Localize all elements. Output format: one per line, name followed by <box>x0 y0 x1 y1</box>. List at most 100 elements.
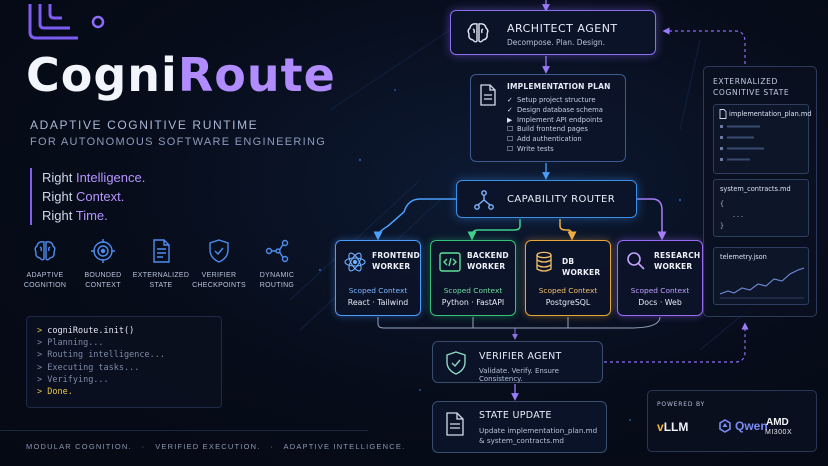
powered-by-label: POWERED BY <box>657 401 706 408</box>
worker-title: DB WORKER <box>562 257 601 277</box>
shield-check-icon <box>446 351 466 375</box>
file-card-system-contracts[interactable]: system_contracts.md { ... } <box>713 179 809 237</box>
capability-router-node: CAPABILITY ROUTER <box>456 180 637 218</box>
plan-item: ☐Add authentication <box>507 135 582 144</box>
brand-part-1: Cogni <box>26 48 178 102</box>
plan-title: IMPLEMENTATION PLAN <box>507 82 611 91</box>
worker-tech: React · Tailwind <box>347 298 409 307</box>
terminal-line: > Done. <box>37 387 73 398</box>
file-name: implementation_plan.md <box>729 110 812 118</box>
file-body: } <box>720 222 724 230</box>
document-icon <box>153 239 170 263</box>
brain-icon <box>467 23 489 43</box>
document-icon <box>446 412 464 436</box>
arrow-router-to-db <box>559 219 577 241</box>
file-card-implementation-plan[interactable]: implementation_plan.md <box>713 104 812 174</box>
document-icon <box>480 84 496 106</box>
state-update-node: STATE UPDATE Update implementation_plan.… <box>432 401 607 453</box>
amd-logo: AMD <box>766 417 789 428</box>
file-preview-lines <box>720 125 764 161</box>
qwen-logo: Qwen <box>718 419 768 433</box>
logo-icon <box>28 4 105 40</box>
rights-line: Right Context. <box>42 189 125 204</box>
architect-title: ARCHITECT AGENT <box>507 22 618 35</box>
terminal-line: > Routing intelligence... <box>37 350 165 361</box>
tagline-secondary: FOR AUTONOMOUS SOFTWARE ENGINEERING <box>30 136 327 148</box>
arrow-router-to-backend <box>467 219 521 241</box>
worker-context: Scoped Context <box>443 286 503 295</box>
rights-line: Right Time. <box>42 208 108 223</box>
footer-divider <box>0 430 368 466</box>
terminal-line: > cogniRoute.init() <box>37 326 135 336</box>
plan-item: ▶Implement API endpoints <box>507 115 603 124</box>
file-body: { <box>720 200 724 208</box>
file-name: system_contracts.md <box>720 185 791 193</box>
verifier-title: VERIFIER AGENT <box>479 351 562 362</box>
feature-bounded-context: BOUNDED CONTEXT <box>74 238 132 291</box>
state-update-description: Update implementation_plan.md& system_co… <box>479 426 598 445</box>
database-icon <box>536 251 552 272</box>
brand-title: CogniRoute <box>26 52 336 98</box>
plan-item: ☐Build frontend pages <box>507 125 588 134</box>
qwen-icon <box>719 419 731 433</box>
telemetry-sparkline <box>720 267 804 299</box>
terminal-line: > Planning... <box>37 338 104 349</box>
worker-tech: Docs · Web <box>638 298 682 307</box>
rights-list: Right Intelligence. Right Context. Right… <box>30 168 145 225</box>
worker-context: Scoped Context <box>630 286 690 295</box>
verifier-subtitle: Validate. Verify. Ensure Consistency. <box>479 367 559 383</box>
react-icon <box>344 252 366 272</box>
verifier-agent-node: VERIFIER AGENT Validate. Verify. Ensure … <box>432 341 603 383</box>
shield-check-icon <box>209 239 229 263</box>
routing-icon <box>265 239 289 263</box>
code-icon <box>439 252 461 272</box>
worker-context: Scoped Context <box>348 286 408 295</box>
terminal-line: > Verifying... <box>37 374 109 385</box>
architect-subtitle: Decompose. Plan. Design. <box>507 38 606 47</box>
plan-item: ✓Setup project structure <box>507 96 596 104</box>
arrow-verifier-to-state-store <box>604 322 749 363</box>
file-body: ... <box>732 211 744 219</box>
routing-icon <box>474 190 494 210</box>
rights-line: Right Intelligence. <box>42 170 146 185</box>
arrow-state-store-to-architect <box>662 27 746 64</box>
worker-tech: PostgreSQL <box>545 298 591 307</box>
file-name: telemetry.json <box>720 253 767 261</box>
plan-item: ✓Design database schema <box>507 105 603 114</box>
worker-context: Scoped Context <box>538 286 598 295</box>
vllm-logo: vLLM <box>657 420 689 434</box>
amd-model: MI300X <box>765 429 793 436</box>
feature-adaptive-cognition: ADAPTIVE COGNITION <box>16 238 74 291</box>
brain-icon <box>34 241 56 261</box>
terminal-panel: > cogniRoute.init() > Planning... > Rout… <box>26 316 222 408</box>
worker-tech: Python · FastAPI <box>441 298 505 307</box>
document-icon <box>719 109 727 119</box>
target-icon <box>91 239 115 263</box>
architect-agent-node: ARCHITECT AGENT Decompose. Plan. Design. <box>450 10 656 55</box>
tagline-primary: ADAPTIVE COGNITIVE RUNTIME <box>30 118 259 132</box>
search-icon <box>627 252 645 270</box>
footer-text: MODULAR COGNITION. · VERIFIED EXECUTION.… <box>26 442 406 451</box>
router-title: CAPABILITY ROUTER <box>507 194 616 205</box>
plan-items: ✓Setup project structure ✓Design databas… <box>507 96 603 155</box>
db-worker-node: DB WORKER Scoped Context PostgreSQL <box>525 240 611 316</box>
feature-dynamic-routing: DYNAMIC ROUTING <box>248 238 306 291</box>
arrow-router-to-frontend <box>373 198 456 241</box>
arrow-router-to-research <box>637 198 667 241</box>
state-update-title: STATE UPDATE <box>479 410 552 421</box>
powered-by-panel: POWERED BY vLLM Qwen AMD MI300X <box>647 390 817 452</box>
brand-part-2: Route <box>177 48 336 102</box>
terminal-line: > Executing tasks... <box>37 362 140 373</box>
file-card-telemetry[interactable]: telemetry.json <box>713 247 809 305</box>
plan-item: ☐Write tests <box>507 144 554 153</box>
feature-verifier-checkpoints: VERIFIER CHECKPOINTS <box>190 238 248 291</box>
